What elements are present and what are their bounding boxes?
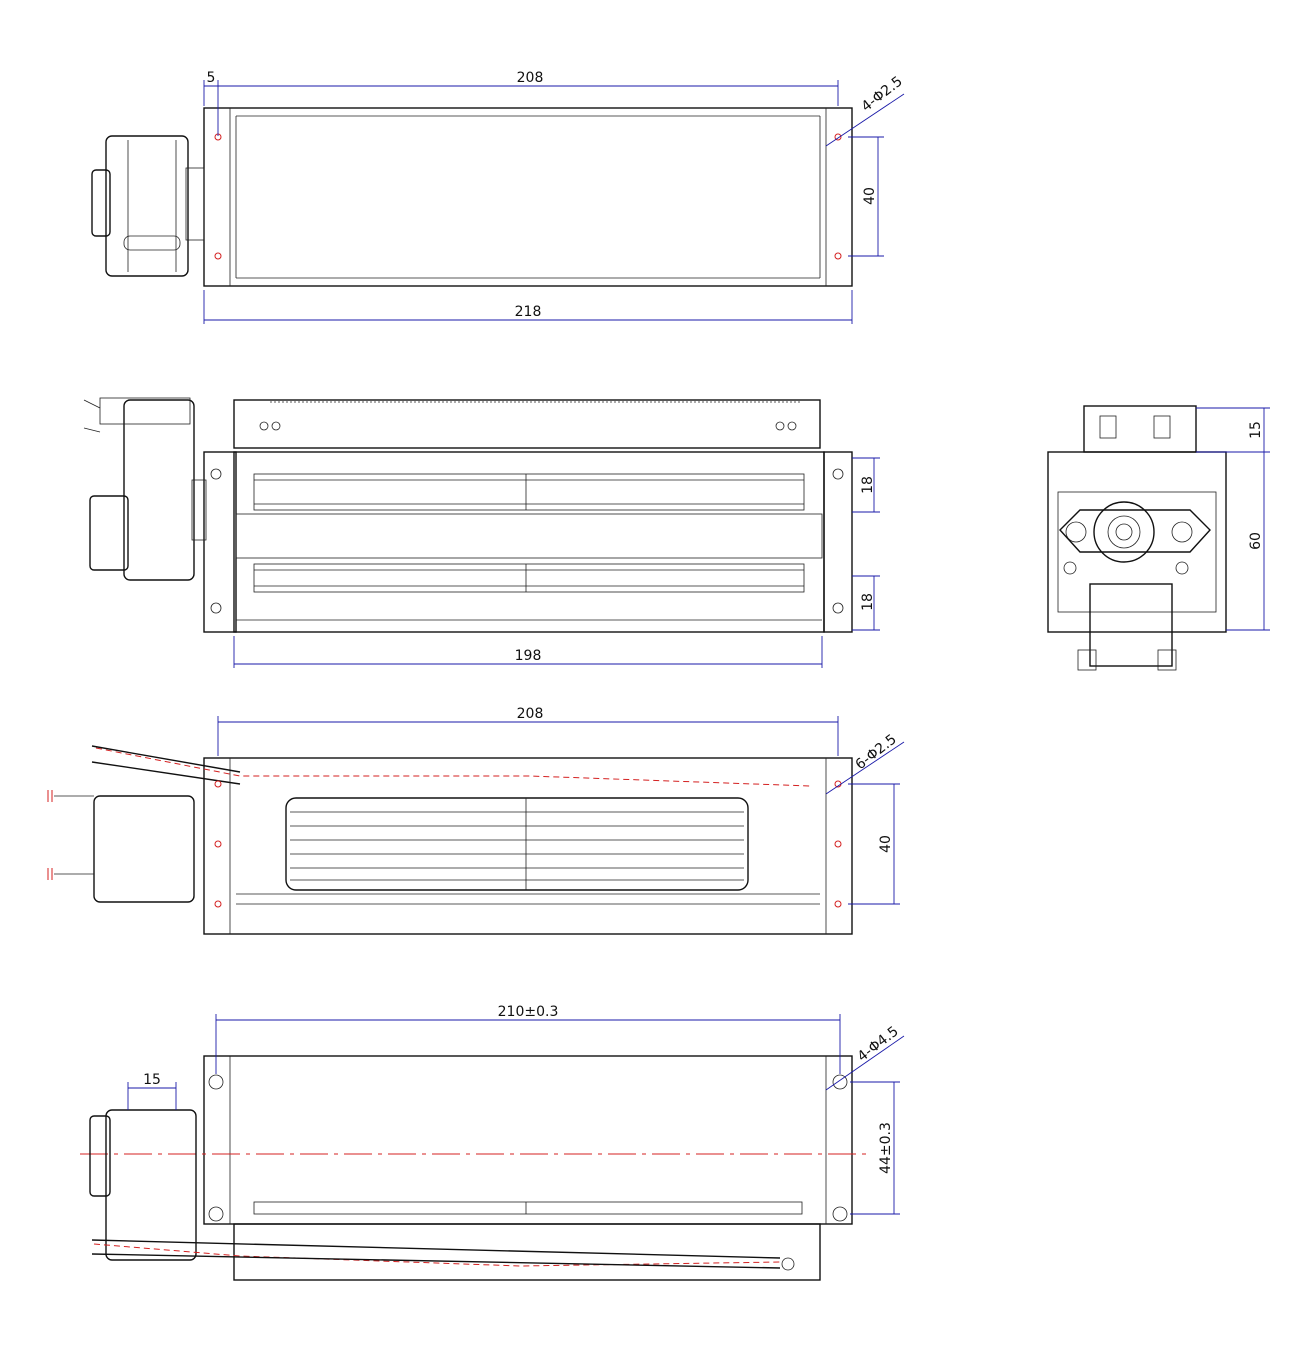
front-view: 18 18 198 — [83, 397, 880, 668]
front-dim-18-upper: 18 — [860, 476, 876, 494]
top-dim-5: 5 — [207, 70, 216, 86]
rear-dim-holes: 6-Φ2.5 — [853, 731, 900, 773]
top-dim-218: 218 — [515, 304, 542, 320]
bottom-mount-holes — [208, 1074, 848, 1222]
bottom-housing — [203, 1055, 853, 1225]
bottom-dimensions: 210±0.3 4-Φ4.5 15 44±0.3 — [127, 1004, 905, 1215]
front-motor — [83, 397, 207, 581]
side-flange — [1059, 509, 1211, 553]
side-motor-hub — [1093, 501, 1155, 563]
rear-dim-208: 208 — [517, 706, 544, 722]
bottom-dim-holes: 4-Φ4.5 — [855, 1023, 902, 1065]
side-body — [1047, 451, 1227, 633]
rear-view: 208 6-Φ2.5 40 — [47, 706, 905, 935]
top-view: 208 5 4-Φ2.5 40 218 — [91, 70, 906, 324]
top-mount-holes — [214, 133, 842, 260]
bottom-dim-15: 15 — [143, 1072, 161, 1088]
bottom-dim-210: 210±0.3 — [498, 1004, 559, 1020]
side-top-box — [1083, 405, 1197, 453]
rear-housing — [203, 757, 853, 935]
front-dimensions: 18 18 198 — [233, 457, 880, 668]
bottom-motor — [105, 1109, 197, 1261]
rear-mount-holes — [214, 780, 842, 908]
top-motor — [91, 135, 205, 277]
top-dim-40: 40 — [862, 187, 878, 205]
rear-dim-40: 40 — [878, 835, 894, 853]
side-dim-60: 60 — [1248, 532, 1264, 550]
side-view: 15 60 — [1047, 405, 1270, 671]
front-body — [233, 451, 825, 633]
bottom-view: 210±0.3 4-Φ4.5 15 44±0.3 — [80, 1004, 905, 1281]
rear-dimensions: 208 6-Φ2.5 40 — [217, 706, 905, 905]
front-top-plate — [233, 399, 821, 449]
bottom-lower-plate — [233, 1223, 821, 1281]
front-rotor — [235, 473, 823, 621]
front-dim-18-lower: 18 — [860, 593, 876, 611]
top-housing — [203, 107, 853, 287]
rear-motor — [93, 795, 195, 903]
side-dim-15: 15 — [1248, 421, 1264, 439]
side-dimensions: 15 60 — [1196, 407, 1270, 631]
side-motor-body — [1089, 583, 1173, 667]
top-dim-208: 208 — [517, 70, 544, 86]
front-dim-198: 198 — [515, 648, 542, 664]
rear-heater-coil — [285, 797, 749, 891]
bottom-dim-44: 44±0.3 — [878, 1122, 894, 1174]
